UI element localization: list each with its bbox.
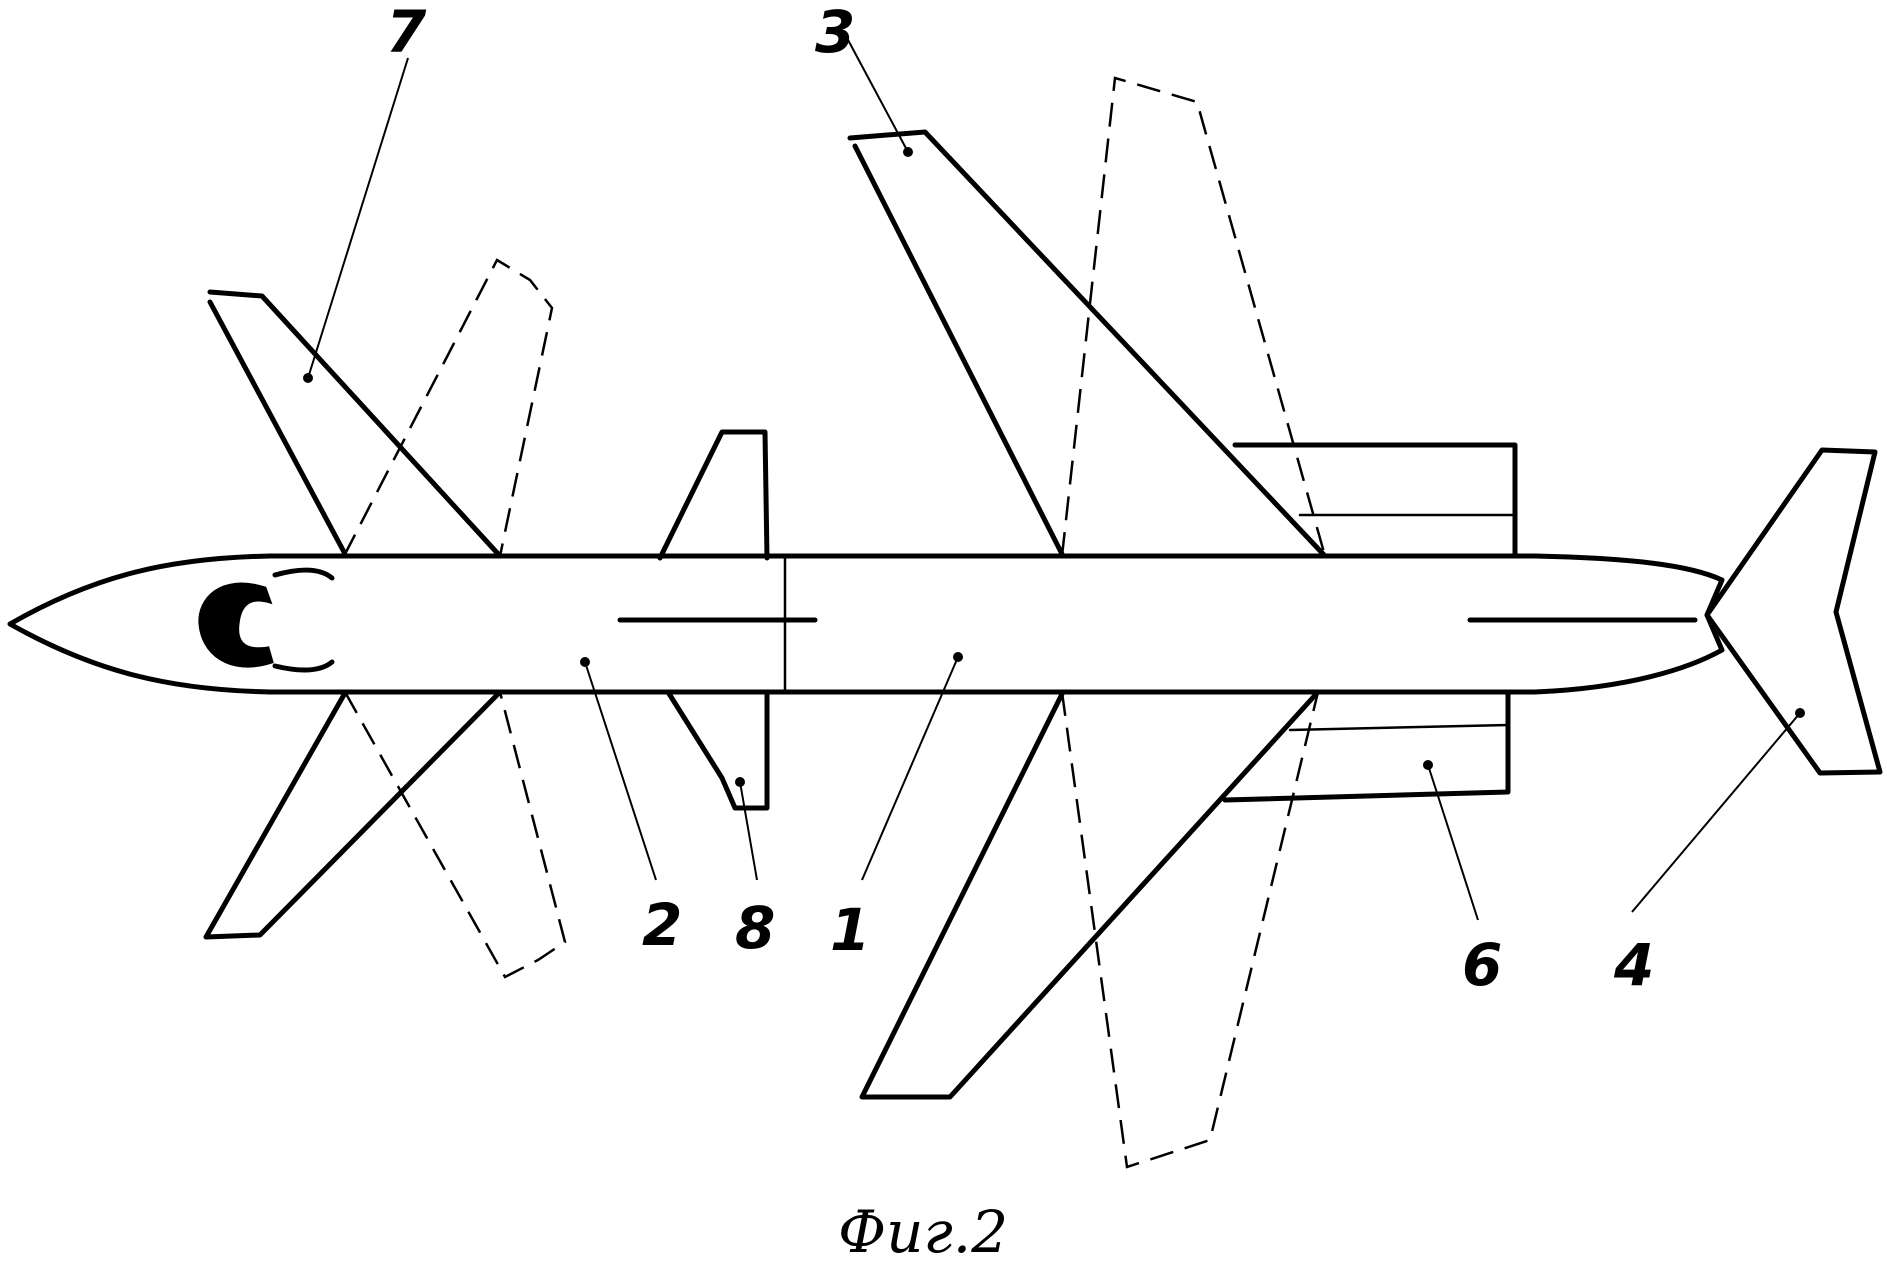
label-tail-fin: 4 (1613, 931, 1654, 999)
fuselage (7, 553, 1725, 695)
cockpit-canopy (198, 567, 335, 673)
label-canard: 7 (386, 0, 427, 66)
canard-surface (203, 289, 503, 940)
label-mid-fin: 8 (735, 894, 775, 962)
main-wing-dashed-position (1060, 76, 1327, 1169)
canard-dashed-position (342, 258, 567, 979)
engine-nacelle (1222, 442, 1518, 803)
label-nose-section: 2 (642, 891, 682, 959)
figure-caption: Фиг.2 (838, 1198, 1008, 1265)
reference-leaders (303, 37, 1805, 921)
mid-fin (657, 429, 770, 811)
label-main-wing: 3 (815, 0, 855, 66)
label-nacelle: 6 (1462, 931, 1502, 999)
main-wing (847, 129, 1328, 1100)
label-fuselage: 1 (830, 896, 870, 964)
tail-fin (1704, 447, 1883, 776)
